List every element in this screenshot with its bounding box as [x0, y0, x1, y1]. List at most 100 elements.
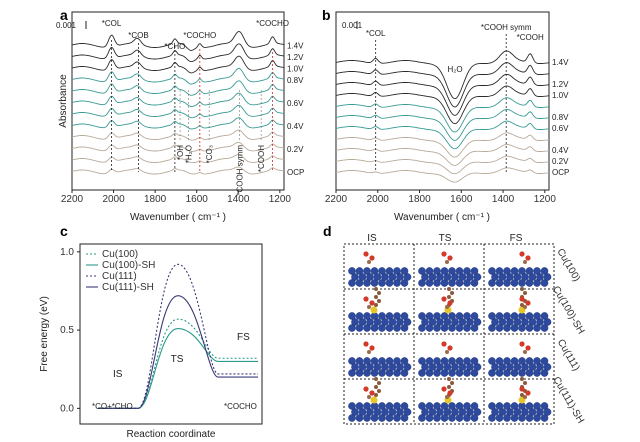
panel-d-cu-atom: [363, 357, 371, 365]
panel-d-cu-atom: [540, 267, 549, 275]
panel-d-cu-atom: [503, 312, 511, 320]
panel-b-peak-label: *COOH symm: [481, 23, 532, 32]
panel-b-series-label: 0.8V: [552, 113, 569, 122]
panel-d-cu-atom: [393, 324, 401, 332]
panel-a-series-label: 0.6V: [287, 99, 304, 108]
panel-a-spectrum-line: [71, 80, 285, 96]
panel-d-cu-atom: [363, 267, 371, 275]
panel-d-cu-atom: [443, 363, 452, 371]
panel-d-c-atom: [367, 260, 371, 264]
panel-d-o-atom: [447, 300, 453, 306]
panel-d-cu-atom: [425, 267, 434, 275]
panel-d-cu-atom: [428, 363, 437, 371]
panel-d-cu-atom: [388, 363, 397, 371]
panel-d-cu-atom: [443, 318, 452, 326]
panel-c-state-fs: FS: [237, 332, 250, 343]
panel-d-o-atom: [441, 341, 447, 347]
panel-d-cu-atom: [425, 402, 434, 410]
panel-d-cu-atom: [393, 357, 401, 365]
panel-d-cu-atom: [536, 363, 544, 371]
panel-c-energy-profile: 0.00.51.0 Cu(100)Cu(100)-SHCu(111)Cu(111…: [39, 243, 263, 440]
panel-d-c-atom: [523, 260, 527, 264]
panel-d-structure: [418, 287, 482, 332]
panel-c-xlabel: Reaction coordinate: [127, 429, 216, 440]
panel-a-peak-label: *COB: [128, 31, 148, 40]
panel-d-cu-atom: [440, 402, 449, 410]
panel-d-cu-atom: [495, 402, 504, 410]
panel-d-cu-atom: [358, 408, 367, 416]
panel-d-cu-atom: [425, 369, 434, 377]
panel-d-cu-atom: [533, 402, 541, 410]
panel-d-cu-atom: [495, 324, 504, 332]
panel-d-cu-atom: [506, 318, 514, 326]
panel-d-cu-atom: [355, 357, 364, 365]
panel-d-cu-atom: [510, 414, 519, 422]
panel-d-cu-atom: [366, 408, 374, 416]
panel-d-structure: [348, 341, 412, 377]
panel-d-o-atom: [363, 341, 369, 347]
panel-d-cu-atom: [466, 408, 474, 416]
panel-a-xtick-label: 1600: [186, 194, 209, 205]
panel-d-cu-atom: [528, 363, 537, 371]
panel-d-cu-atom: [378, 369, 386, 377]
panel-d-cu-atom: [521, 273, 529, 281]
panel-d-cu-atom: [381, 318, 389, 326]
panel-d-cu-atom: [425, 324, 434, 332]
panel-d-cu-atom: [455, 357, 464, 365]
panel-b-xtick-label: 2200: [325, 194, 348, 205]
panel-d-cu-atom: [455, 324, 464, 332]
panel-d-col-fs: FS: [510, 233, 523, 244]
panel-a-minor-label: *CO₃: [205, 145, 214, 163]
panel-d-c-atom: [523, 395, 527, 399]
panel-d-cu-atom: [540, 414, 549, 422]
panel-d-c-atom: [447, 295, 451, 299]
panel-d-cu-atom: [470, 312, 479, 320]
panel-d-cu-atom: [385, 312, 394, 320]
panel-d-cu-atom: [540, 357, 549, 365]
panel-b-series-label: 1.2V: [552, 80, 569, 89]
panel-d-cu-atom: [433, 312, 441, 320]
panel-d-cu-atom: [433, 414, 441, 422]
panel-c-ytick-label: 1.0: [60, 247, 74, 258]
panel-d-structure: [418, 341, 482, 377]
panel-c-ylabel: Free energy (eV): [39, 296, 50, 372]
panel-d-cu-atom: [525, 267, 534, 275]
panel-d-cu-atom: [463, 324, 471, 332]
panel-d-o-atom: [525, 345, 531, 351]
panel-d-cu-atom: [381, 273, 389, 281]
panel-d-o-atom: [447, 255, 453, 261]
panel-c-legend-label: Cu(100)-SH: [102, 260, 155, 271]
panel-d-cu-atom: [418, 267, 426, 275]
panel-b-xtick-label: 1600: [450, 194, 473, 205]
panel-d-cu-atom: [488, 324, 496, 332]
panel-a-minor-label: *OH: [176, 145, 185, 160]
panel-d-cu-atom: [491, 273, 499, 281]
panel-d-cu-atom: [396, 363, 404, 371]
panel-a-spectrum-line: [71, 104, 285, 119]
panel-d-c-atom: [523, 350, 527, 354]
panel-d-c-atom: [520, 377, 524, 381]
panel-d-cu-atom: [491, 318, 499, 326]
panel-b-xtick-label: 1400: [492, 194, 515, 205]
panel-a-spectrum-line: [71, 117, 285, 130]
panel-d-o-atom: [519, 296, 525, 302]
panel-a-spectrum-line: [71, 92, 285, 107]
panel-d-cu-atom: [473, 363, 482, 371]
panel-d-cu-atom: [400, 369, 409, 377]
panel-d-cu-atom: [518, 267, 526, 275]
panel-d-cu-atom: [385, 414, 394, 422]
panel-d-cu-atom: [495, 414, 504, 422]
panel-d-o-atom: [363, 296, 369, 302]
panel-d-cu-atom: [355, 312, 364, 320]
panel-letter-d: d: [323, 223, 332, 239]
panel-d-cu-atom: [358, 273, 367, 281]
panel-d-cu-atom: [348, 369, 356, 377]
panel-d-cu-atom: [495, 357, 504, 365]
panel-d-cu-atom: [351, 408, 359, 416]
panel-d-cu-atom: [355, 414, 364, 422]
panel-d-cu-atom: [451, 408, 459, 416]
panel-letter-a: a: [60, 7, 68, 23]
panel-d-cu-atom: [503, 324, 511, 332]
panel-a-series-label: 1.4V: [287, 42, 304, 51]
panel-d-cu-atom: [543, 273, 552, 281]
